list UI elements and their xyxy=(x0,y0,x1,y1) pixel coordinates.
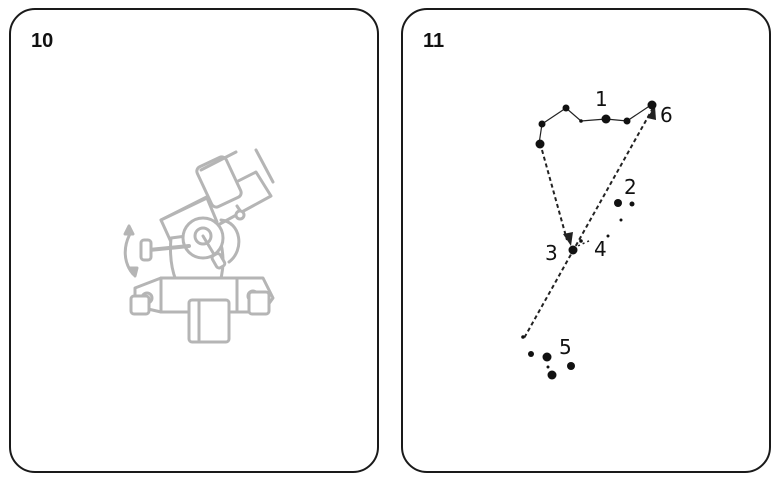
star xyxy=(579,119,583,123)
step-number-11: 11 xyxy=(423,30,445,52)
star xyxy=(647,100,657,110)
star xyxy=(629,201,635,207)
star xyxy=(623,117,631,125)
star xyxy=(542,352,552,362)
arrowhead-down xyxy=(563,232,573,246)
star-label-1: 1 xyxy=(595,87,608,111)
step-number-10: 10 xyxy=(31,30,54,52)
star xyxy=(614,199,622,207)
telescope-mount-illustration xyxy=(123,148,275,344)
step-11-panel: 11 xyxy=(401,8,771,473)
star xyxy=(606,234,610,238)
star-label-4: 4 xyxy=(594,237,607,261)
step-10-panel: 10 xyxy=(9,8,379,473)
star xyxy=(547,370,557,380)
star-label-3: 3 xyxy=(545,241,558,265)
star-label-2: 2 xyxy=(624,175,637,199)
star xyxy=(562,104,570,112)
star xyxy=(579,239,583,243)
star-chart: 1 2 3 4 5 6 xyxy=(521,87,673,380)
star xyxy=(538,120,546,128)
star xyxy=(521,335,525,339)
stars xyxy=(521,100,657,380)
star xyxy=(528,351,534,357)
arrowhead-up xyxy=(647,106,656,120)
star xyxy=(567,362,575,370)
star xyxy=(535,139,545,149)
star-label-6: 6 xyxy=(660,103,673,127)
star xyxy=(619,218,623,222)
star-label-5: 5 xyxy=(559,335,572,359)
pointer-lines xyxy=(522,107,654,341)
star xyxy=(546,365,550,369)
star xyxy=(568,245,578,255)
star xyxy=(601,114,611,124)
